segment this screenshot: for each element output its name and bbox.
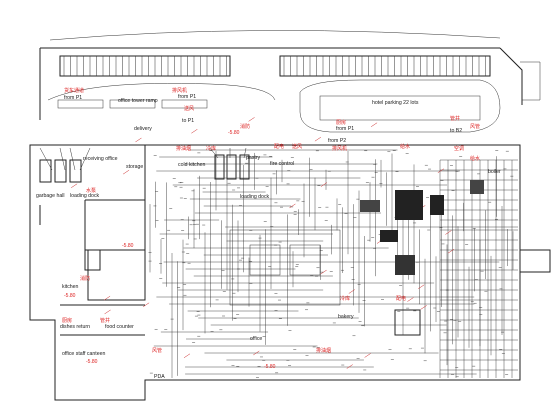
parking-stalls-left <box>63 56 227 76</box>
annotation-leader <box>248 117 255 122</box>
annotation-leader <box>418 284 425 290</box>
annotation-leader <box>135 137 142 143</box>
boiler-block <box>470 180 484 194</box>
chinese-label: 货车通道 <box>64 87 84 94</box>
container-4 <box>214 154 225 180</box>
label-level-d: -5.80 <box>86 359 98 365</box>
red-annotation-text: 管井 <box>100 317 110 324</box>
annotation-leader <box>253 350 260 356</box>
label-kitchen: kitchen <box>62 284 79 290</box>
red-annotation-text: 消防 <box>80 275 90 282</box>
annotation-leader <box>70 183 78 188</box>
label-office-tower-ramp: office tower ramp <box>118 98 158 104</box>
red-annotation-text: 排风机 <box>332 145 347 152</box>
label-receiving-office: receiving office <box>83 156 118 162</box>
annotation-leader <box>447 248 455 254</box>
red-annotation-text: 送风 <box>184 105 194 112</box>
red-annotation-text: 消防 <box>240 123 250 130</box>
red-chinese-annotations: 排风机送风消防厨房管井风管排油烟冷库配电给水水泵空调排风机送风消防厨房管井风管排… <box>62 87 480 354</box>
red-annotation-text: 冷库 <box>206 145 216 152</box>
label-bakery: bakery <box>338 314 354 320</box>
kitchen-equipment-box <box>394 309 421 336</box>
annotation-leader <box>364 353 371 358</box>
label-loading-dock: loading dock <box>70 193 100 199</box>
annotation-leader <box>407 297 414 302</box>
red-annotation-text: 空调 <box>454 145 464 152</box>
annotation-leader <box>183 353 191 358</box>
parking-stalls-right <box>283 56 486 76</box>
red-annotation-text: 风管 <box>152 347 162 354</box>
label-garbage-hall: garbage hall <box>36 193 65 199</box>
label-delivery: delivery <box>134 126 152 132</box>
red-annotation-text: 水泵 <box>86 187 96 194</box>
annotation-leader <box>437 168 445 173</box>
annotation-leader <box>320 182 328 187</box>
annotation-leader <box>122 169 130 175</box>
annotation-leader <box>289 203 296 209</box>
label-to-b2: to B2 <box>450 128 462 134</box>
container-1 <box>39 159 52 183</box>
room-labels: 货车通道 from P1 office tower ramp delivery … <box>36 87 501 380</box>
equipment-blocks <box>360 180 484 336</box>
red-annotation-text: 厨房 <box>62 317 72 324</box>
label-from-p1-b: from P1 <box>178 94 196 100</box>
annotation-leader <box>320 269 327 275</box>
upper-parking-zone <box>39 30 541 133</box>
label-fire-control: fire control <box>270 161 294 167</box>
label-dishes-return: dishes return <box>60 324 90 330</box>
plant-block-5 <box>395 255 415 275</box>
label-storage: storage <box>126 164 143 170</box>
annotation-leader <box>445 230 452 235</box>
plant-block-3 <box>380 230 398 242</box>
label-food-counter: food counter <box>105 324 134 330</box>
mep-pipe-network <box>148 149 518 378</box>
annotation-leader <box>104 309 111 315</box>
label-cold-kitchen: cold kitchen <box>178 162 206 168</box>
annotation-leader <box>314 136 322 142</box>
label-from-p1-a: from P1 <box>64 95 82 101</box>
container-2 <box>54 159 67 183</box>
red-annotation-leaders <box>70 117 455 369</box>
label-hotel-parking: hotel parking 22 lots <box>372 100 419 106</box>
label-office-staff-canteen: office staff canteen <box>62 351 105 357</box>
label-to-p1: to P1 <box>182 118 194 124</box>
annotation-leader <box>420 305 427 310</box>
red-annotation-text: 冷库 <box>340 295 350 302</box>
label-from-p1-c: from P1 <box>336 126 354 132</box>
red-annotation-text: 排油烟 <box>176 145 191 152</box>
red-annotation-text: 管井 <box>450 115 460 122</box>
plant-block-2 <box>430 195 444 215</box>
label-level-b: -5.80 <box>122 243 134 249</box>
annotation-leader <box>346 364 353 369</box>
label-level-c: -5.80 <box>64 293 76 299</box>
red-annotation-text: 风管 <box>470 123 480 130</box>
label-boiler: boiler <box>488 169 501 175</box>
label-pastry: pastry <box>246 155 261 161</box>
label-loading-dock-2: loading dock <box>240 194 270 200</box>
container-3 <box>69 159 82 183</box>
annotation-leader <box>103 295 111 301</box>
annotation-leader <box>348 289 355 294</box>
red-annotation-text: 排风机 <box>172 87 187 94</box>
plant-block-1 <box>395 190 423 220</box>
label-pda: PDA <box>154 374 165 380</box>
label-from-p2: from P2 <box>328 138 346 144</box>
red-annotation-text: 排油烟 <box>316 347 331 354</box>
red-annotation-text: 厨房 <box>336 119 346 126</box>
red-annotation-text: 配电 <box>396 295 406 302</box>
label-level-e: -5.80 <box>264 364 276 370</box>
label-office: office <box>250 336 262 342</box>
red-annotation-text: 送风 <box>292 143 302 150</box>
annotation-leader <box>370 122 378 127</box>
red-annotation-text: 配电 <box>274 143 284 150</box>
building-envelope <box>29 144 551 401</box>
annotation-leader <box>142 302 150 308</box>
annotation-leader <box>191 129 198 134</box>
plant-block-4 <box>360 200 380 212</box>
red-annotation-text: 给水 <box>400 143 410 150</box>
red-annotation-text: 给水 <box>470 155 480 162</box>
label-level-a: -5.80 <box>228 130 240 136</box>
